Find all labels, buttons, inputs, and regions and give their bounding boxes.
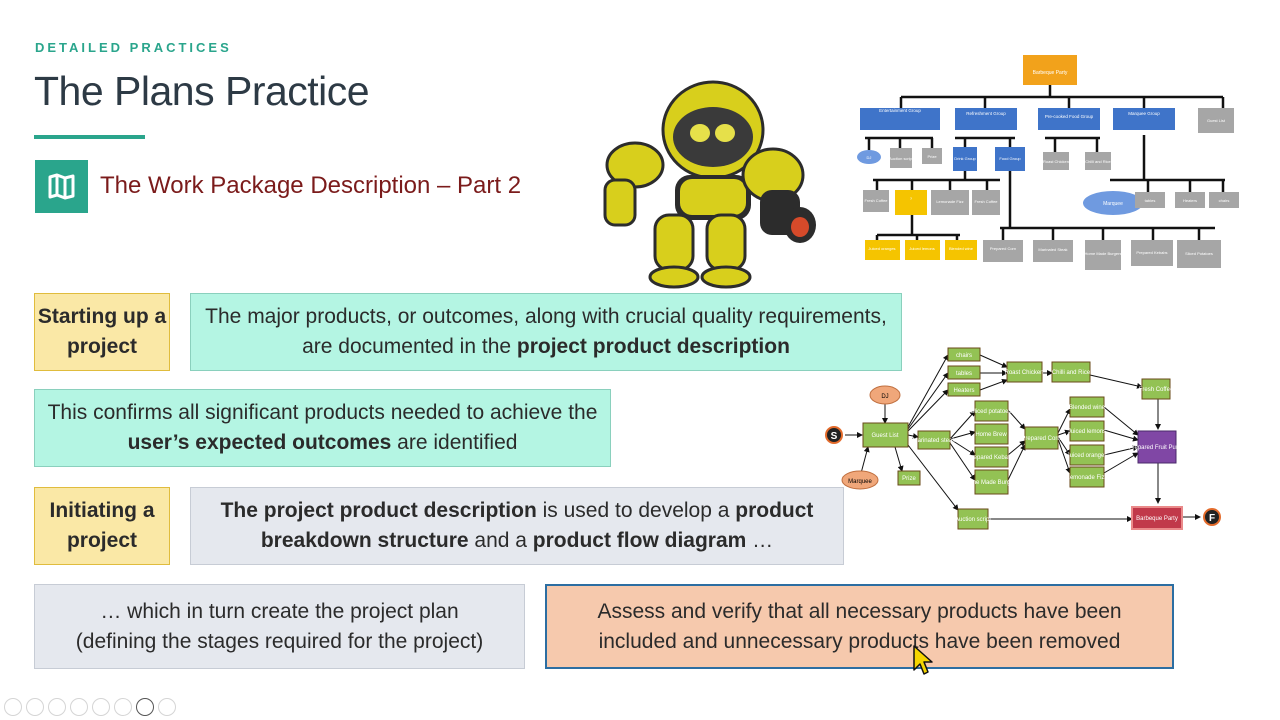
pbs-item-label: Prepared Corn (990, 246, 1016, 251)
pbs-item-label: Home Made Burgers (1085, 251, 1122, 256)
pbs-item-label: Chilli and Rice (1085, 159, 1111, 164)
pbs-item-label: Auction script (889, 156, 914, 161)
pbs-item-label: Juiced lemons (909, 246, 935, 251)
start-node: S (831, 431, 838, 442)
presentation-toolbar (0, 696, 214, 718)
forward-icon[interactable] (26, 698, 44, 716)
pbs-item-label: Juiced oranges (868, 246, 895, 251)
page-title: The Plans Practice (34, 68, 370, 114)
pfd-node-label: Guest List (871, 433, 898, 439)
section-kicker: DETAILED PRACTICES (35, 40, 232, 55)
product-breakdown-structure: Barbeque Party Entertainment Group Refre… (857, 55, 1239, 270)
confirm-box: This confirms all significant products n… (34, 389, 611, 467)
pfd-node-label: Home Made Burgers (963, 480, 1018, 486)
pbs-item-label: Prize (927, 154, 937, 159)
subtitles-icon[interactable] (114, 698, 132, 716)
pbs-group-label: Pre-cooked Food Group (1045, 114, 1094, 119)
pbs-item-label: Lemonade Fizz (936, 199, 963, 204)
breakdown-box: The project product description is used … (190, 487, 844, 565)
breakdown-text: The project product description is used … (220, 499, 814, 552)
assess-line2: included and unnecessary products have b… (598, 629, 1121, 653)
pfd-node-label: Chilli and Rice (1052, 370, 1091, 376)
pfd-node-label: Fresh Coffee (1139, 387, 1174, 393)
pbs-item-label: Food Group (999, 156, 1021, 161)
pbs-item-label: chairs (1219, 198, 1230, 203)
starting-up-label: Starting up a project (34, 293, 170, 371)
pbs-item-label: Heaters (1183, 198, 1197, 203)
pfd-node-label: Marinated steak (913, 438, 957, 444)
pbs-item-label: Marquee (1103, 201, 1123, 207)
product-description-box: The major products, or outcomes, along w… (190, 293, 902, 371)
pfd-node-label: Prepared Fruit Punch (1128, 445, 1185, 451)
pbs-item-label: tables (1145, 198, 1156, 203)
project-plan-line1: … which in turn create the project plan (100, 599, 459, 623)
pfd-node-label: Blended wine (1069, 405, 1106, 411)
record-icon[interactable] (136, 698, 154, 716)
pfd-node-label: Juiced oranges (1067, 453, 1108, 459)
pfd-node-label: Juiced lemons (1068, 429, 1106, 435)
assess-line1: Assess and verify that all necessary pro… (597, 599, 1122, 623)
pbs-root-label: Barbeque Party (1033, 70, 1068, 76)
pfd-node-label: tables (956, 371, 972, 377)
starting-up-label-text: Starting up a project (37, 305, 167, 358)
initiating-label-text: Initiating a project (49, 499, 155, 552)
robot-illustration (595, 75, 825, 290)
pfd-node-label: Prepared Corn (1021, 436, 1060, 442)
pfd-node-label: Prize (902, 476, 916, 482)
pfd-node-label: Prepared Kebabs (968, 455, 1015, 461)
finish-node: F (1209, 513, 1215, 524)
pbs-group-label: Marquee Group (1128, 111, 1160, 116)
pfd-node-label: chairs (956, 353, 972, 359)
initiating-label: Initiating a project (34, 487, 170, 565)
more-icon[interactable] (158, 698, 176, 716)
pfd-node-label: Auction script (955, 517, 991, 523)
pbs-item-label: ? (910, 196, 913, 201)
pbs-item-label: Roast Chicken (1043, 159, 1069, 164)
product-description-text: The major products, or outcomes, along w… (205, 305, 887, 358)
pfd-node-label: Heaters (953, 388, 974, 394)
zoom-icon[interactable] (92, 698, 110, 716)
product-flow-diagram: S F DJ Marquee Guest List Marinated stea… (825, 347, 1221, 530)
project-plan-box: … which in turn create the project plan … (34, 584, 525, 669)
confirm-text: This confirms all significant products n… (47, 401, 598, 454)
pbs-item-label: Sliced Potatoes (1185, 251, 1213, 256)
pen-icon[interactable] (48, 698, 66, 716)
pbs-item-label: Prepared Kebabs (1136, 250, 1167, 255)
pfd-node-label: Lemonade Fizz (1066, 475, 1107, 481)
pbs-item-label: Blended wine (949, 246, 974, 251)
pbs-item-label: Fresh Coffee (864, 198, 888, 203)
pfd-node-label: Home Brew (975, 432, 1007, 438)
copy-icon[interactable] (70, 698, 88, 716)
pfd-node-label: DJ (881, 394, 888, 400)
pfd-node-label: Sliced potatoes (970, 409, 1011, 415)
title-underline (34, 135, 145, 139)
pfd-node-label: Marquee (848, 479, 872, 485)
assess-box: Assess and verify that all necessary pro… (545, 584, 1174, 669)
slide-subtitle: The Work Package Description – Part 2 (100, 172, 522, 199)
back-icon[interactable] (4, 698, 22, 716)
pfd-node-label: Roast Chicken (1004, 370, 1043, 376)
pbs-group-label: Refreshment Group (966, 111, 1006, 116)
pbs-item-label: Marinated Steak (1038, 247, 1067, 252)
pbs-item-label: Fresh Coffee (974, 199, 998, 204)
project-plan-line2: (defining the stages required for the pr… (75, 629, 484, 653)
pbs-item-label: Drink Group (954, 156, 976, 161)
map-icon (35, 160, 88, 213)
pbs-group-label: Guest List (1207, 118, 1226, 123)
pbs-group-label: Entertainment Group (879, 108, 921, 113)
cursor-icon (913, 645, 933, 675)
pbs-item-label: DJ (867, 155, 872, 160)
pfd-node-label: Barbeque Party (1136, 516, 1178, 522)
